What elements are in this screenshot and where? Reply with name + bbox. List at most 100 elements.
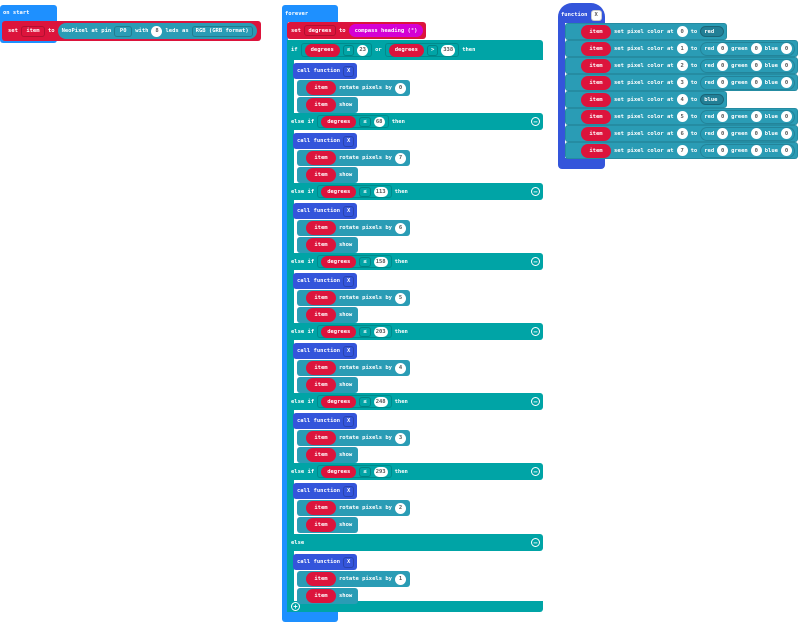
remove-branch-minus-icon[interactable]: − xyxy=(531,538,540,547)
condition-1-operator[interactable]: ≤ xyxy=(342,44,355,56)
blue-input[interactable]: 0 xyxy=(780,60,792,71)
pin-dropdown[interactable]: P0 xyxy=(114,25,133,37)
pixel-index-input[interactable]: 6 xyxy=(676,128,688,139)
rotate-amount-input[interactable]: 2 xyxy=(394,502,406,514)
green-input[interactable]: 0 xyxy=(750,128,762,139)
item-variable[interactable]: item xyxy=(306,501,336,515)
color-dropdown-blue[interactable]: blue xyxy=(700,94,725,105)
item-variable[interactable]: item xyxy=(306,572,336,586)
green-input[interactable]: 0 xyxy=(750,111,762,122)
function-name-dropdown[interactable]: X xyxy=(343,275,355,287)
item-variable[interactable]: item xyxy=(581,109,611,124)
item-variable[interactable]: item xyxy=(306,221,336,235)
condition-operator[interactable]: ≤ xyxy=(359,186,371,197)
item-variable[interactable]: item xyxy=(581,75,611,90)
blue-input[interactable]: 0 xyxy=(780,43,792,54)
item-variable[interactable]: item xyxy=(306,308,336,322)
red-input[interactable]: 0 xyxy=(717,111,729,122)
item-variable[interactable]: item xyxy=(581,24,611,39)
condition-operator[interactable]: ≤ xyxy=(359,466,371,477)
condition-1-variable[interactable]: degrees xyxy=(304,43,340,57)
function-name-dropdown[interactable]: X xyxy=(343,135,355,147)
blue-input[interactable]: 0 xyxy=(780,128,792,139)
item-variable[interactable]: item xyxy=(306,81,336,95)
condition[interactable]: degrees≤68 xyxy=(317,115,389,128)
variable-dropdown-degrees[interactable]: degrees xyxy=(303,25,336,36)
blue-input[interactable]: 0 xyxy=(780,77,792,88)
condition-1-value[interactable]: 23 xyxy=(357,44,369,56)
condition-value[interactable]: 293 xyxy=(373,466,388,477)
on-start-hat[interactable]: on start xyxy=(0,5,57,21)
condition-2[interactable]: degrees>338 xyxy=(384,43,460,57)
item-variable[interactable]: item xyxy=(306,589,336,603)
rotate-amount-input[interactable]: 0 xyxy=(394,82,406,94)
condition-variable[interactable]: degrees xyxy=(321,115,357,128)
item-variable[interactable]: item xyxy=(306,361,336,375)
pixel-index-input[interactable]: 4 xyxy=(676,94,688,105)
remove-branch-minus-icon[interactable]: − xyxy=(531,327,540,336)
red-input[interactable]: 0 xyxy=(717,43,729,54)
condition-value[interactable]: 158 xyxy=(373,256,388,267)
item-variable[interactable]: item xyxy=(581,41,611,56)
red-input[interactable]: 0 xyxy=(717,77,729,88)
condition-value[interactable]: 248 xyxy=(373,396,388,407)
condition-variable[interactable]: degrees xyxy=(321,465,357,478)
condition-variable[interactable]: degrees xyxy=(321,185,357,198)
condition-1[interactable]: degrees≤23 xyxy=(300,43,373,57)
remove-branch-minus-icon[interactable]: − xyxy=(531,187,540,196)
function-name-dropdown[interactable]: X xyxy=(343,556,355,568)
red-input[interactable]: 0 xyxy=(717,145,729,156)
green-input[interactable]: 0 xyxy=(750,43,762,54)
condition-2-variable[interactable]: degrees xyxy=(388,43,424,57)
condition-variable[interactable]: degrees xyxy=(321,325,357,338)
item-variable[interactable]: item xyxy=(581,126,611,141)
item-variable[interactable]: item xyxy=(306,448,336,462)
item-variable[interactable]: item xyxy=(306,378,336,392)
mode-dropdown[interactable]: RGB (GRB format) xyxy=(191,25,253,37)
item-variable[interactable]: item xyxy=(306,238,336,252)
condition[interactable]: degrees≤248 xyxy=(317,395,392,408)
remove-branch-minus-icon[interactable]: − xyxy=(531,117,540,126)
condition-2-value[interactable]: 338 xyxy=(441,44,456,56)
green-input[interactable]: 0 xyxy=(750,77,762,88)
rotate-amount-input[interactable]: 4 xyxy=(394,362,406,374)
item-variable[interactable]: item xyxy=(306,431,336,445)
rotate-amount-input[interactable]: 5 xyxy=(394,292,406,304)
function-name-dropdown[interactable]: X xyxy=(343,345,355,357)
blue-input[interactable]: 0 xyxy=(780,111,792,122)
item-variable[interactable]: item xyxy=(306,518,336,532)
function-name-dropdown[interactable]: X xyxy=(343,415,355,427)
remove-branch-minus-icon[interactable]: − xyxy=(531,257,540,266)
remove-branch-minus-icon[interactable]: − xyxy=(531,397,540,406)
pixel-index-input[interactable]: 7 xyxy=(676,145,688,156)
condition-variable[interactable]: degrees xyxy=(321,255,357,268)
